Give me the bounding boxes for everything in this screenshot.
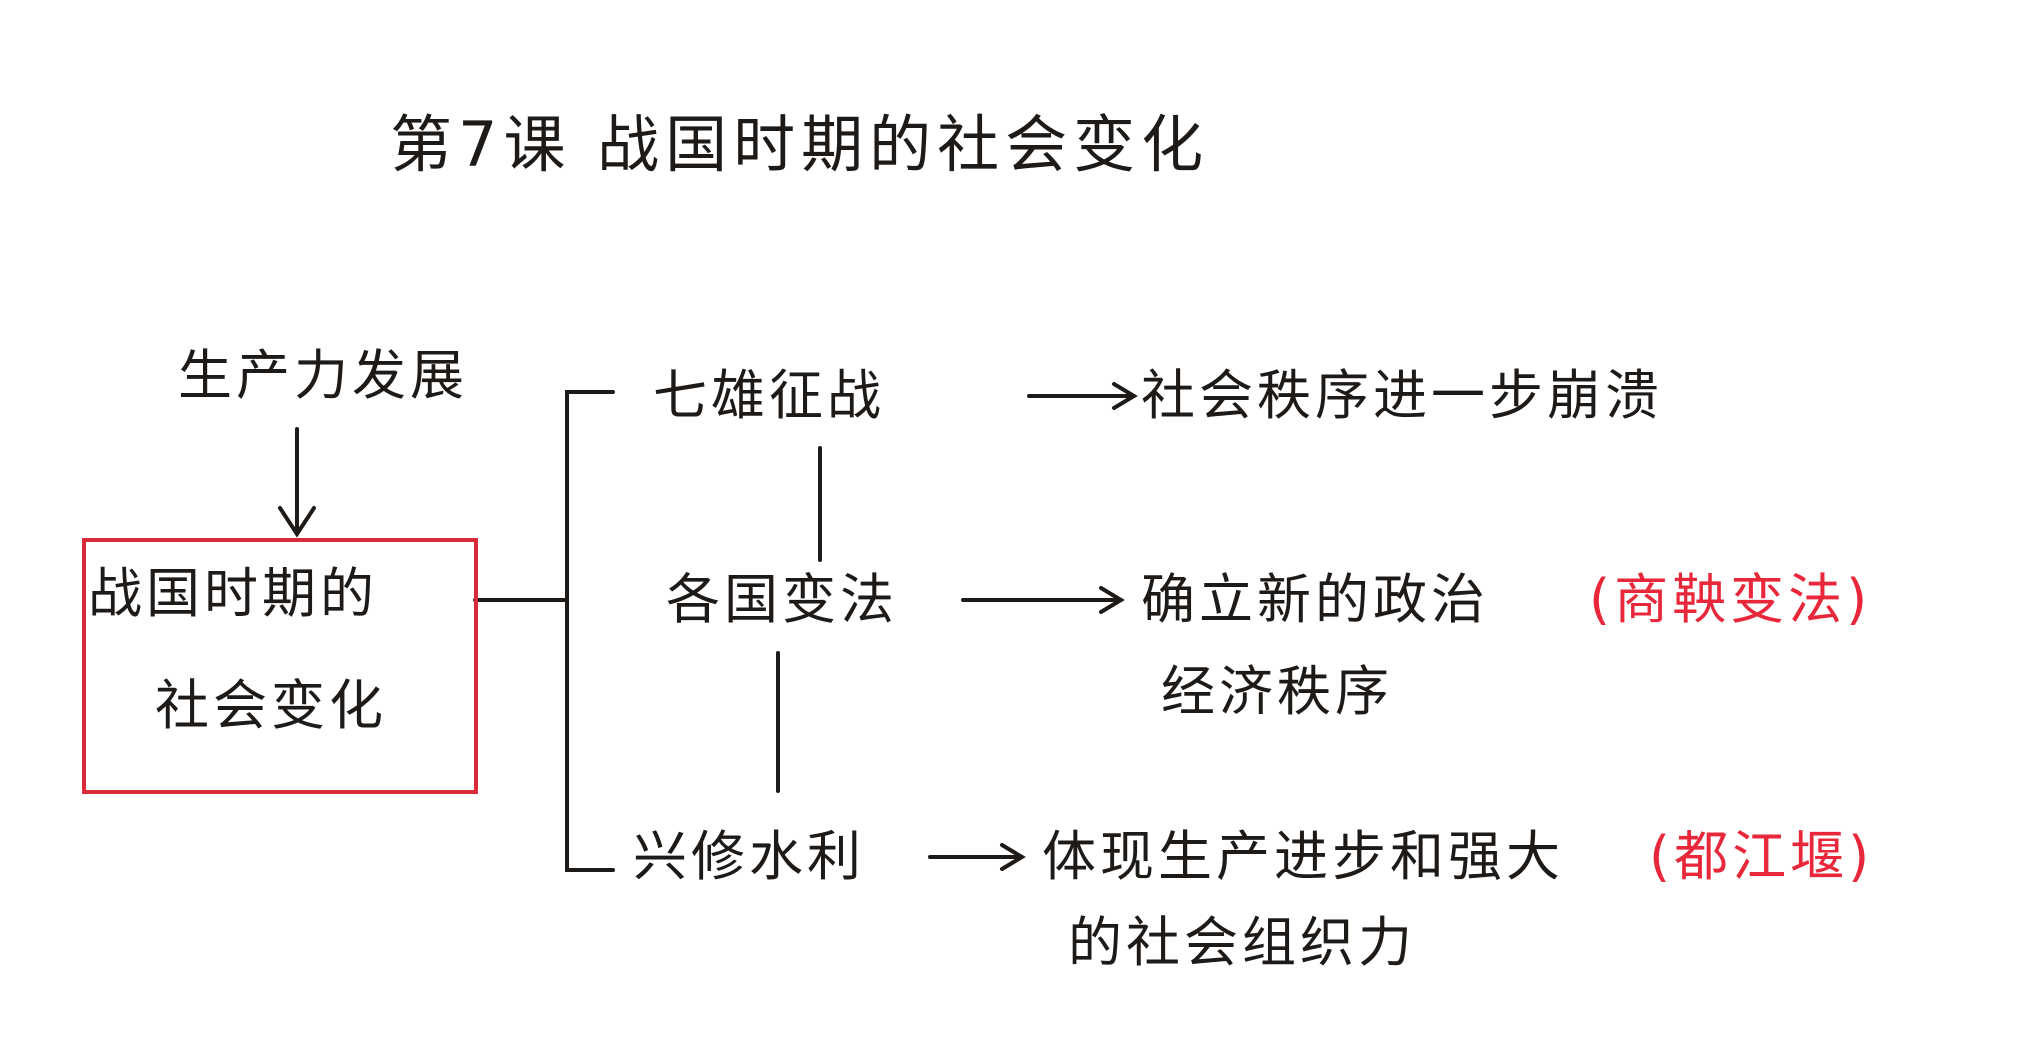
branch-example-2: (商鞅变法)	[1589, 568, 1872, 631]
arrow-icon-1	[1027, 382, 1138, 410]
down-arrow-icon	[278, 427, 316, 538]
branch-result-2-line-1: 确立新的政治	[1141, 568, 1489, 631]
branch-result-3-line-2: 的社会组织力	[1068, 911, 1416, 974]
branch-topic-3: 兴修水利	[633, 825, 865, 888]
center-line-1: 战国时期的	[88, 562, 378, 625]
branch-result-2-line-2: 经济秩序	[1161, 660, 1393, 723]
branch-topic-2: 各国变法	[666, 568, 898, 631]
lesson-title: 第7课 战国时期的社会变化	[390, 108, 1210, 181]
arrow-icon-2	[961, 586, 1125, 614]
center-box	[82, 538, 478, 794]
branch-result-3-line-1: 体现生产进步和强大	[1042, 825, 1564, 888]
branch-topic-1: 七雄征战	[653, 364, 885, 427]
center-line-2: 社会变化	[155, 674, 387, 737]
arrow-icon-3	[928, 843, 1026, 871]
bracket	[565, 390, 615, 872]
branch-result-1: 社会秩序进一步崩溃	[1141, 364, 1663, 427]
branch-example-3: (都江堰)	[1649, 825, 1874, 888]
cause-label: 生产力发展	[178, 344, 468, 407]
